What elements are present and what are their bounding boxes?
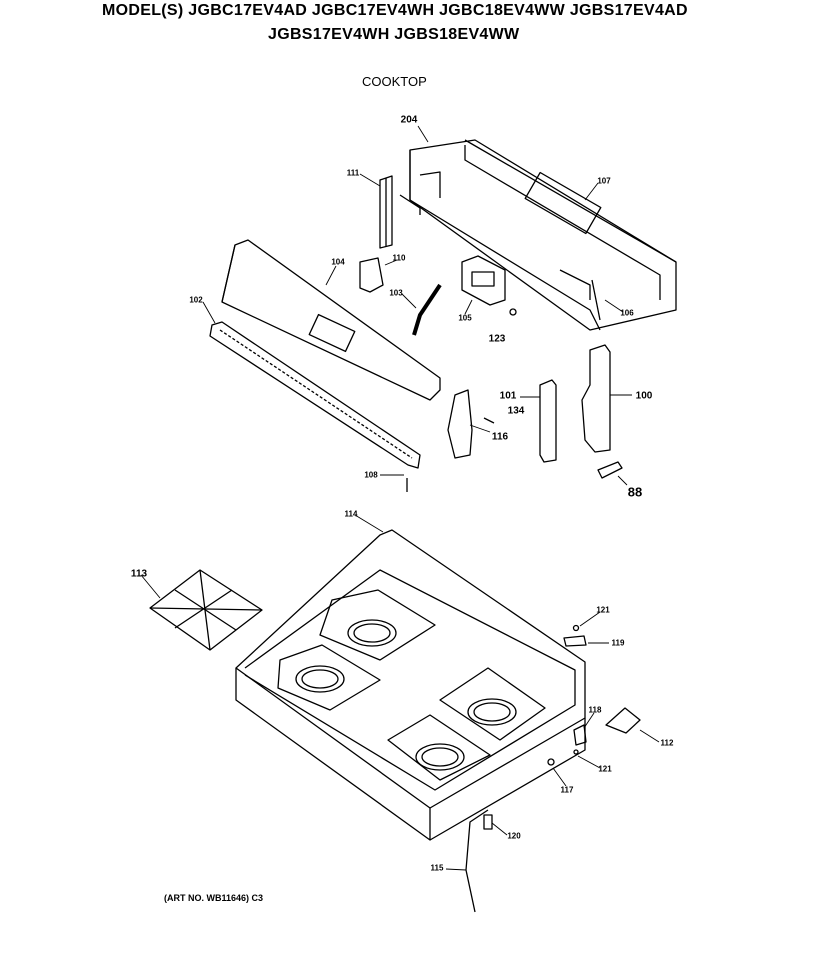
bracket-112 [605, 707, 641, 734]
label-106: 106 [620, 308, 634, 318]
label-120: 120 [507, 831, 521, 841]
end-cap-100 [581, 344, 611, 453]
part-88 [597, 461, 623, 479]
label-134: 134 [507, 405, 525, 417]
label-103: 103 [389, 288, 403, 298]
clip-134 [483, 417, 495, 424]
control-panel-104 [221, 239, 441, 401]
label-121-bottom: 121 [598, 764, 612, 774]
label-100: 100 [635, 390, 653, 402]
label-111: 111 [346, 168, 360, 178]
label-104: 104 [331, 257, 345, 267]
label-118: 118 [588, 705, 602, 715]
bracket-120 [483, 814, 493, 830]
side-bracket-111 [379, 175, 393, 249]
clip-118 [573, 724, 587, 746]
models-line-1: MODEL(S) JGBC17EV4AD JGBC17EV4WH JGBC18E… [102, 2, 688, 19]
screw-121a [572, 624, 580, 632]
switch-110 [359, 257, 384, 293]
label-119: 119 [611, 638, 625, 648]
art-number: (ART NO. WB11646) C3 [164, 893, 264, 903]
label-113: 113 [130, 568, 148, 580]
label-102: 102 [189, 295, 203, 305]
label-116: 116 [491, 431, 509, 443]
leader-lines [140, 125, 660, 871]
backguard-panel [399, 139, 677, 331]
label-101: 101 [499, 390, 517, 402]
label-204: 204 [400, 114, 418, 126]
harness-103 [412, 283, 442, 336]
label-117: 117 [560, 785, 574, 795]
screw-123 [509, 308, 517, 316]
rod-115 [465, 809, 489, 913]
screw-121b [573, 749, 579, 755]
label-107: 107 [597, 176, 611, 186]
bracket-119 [563, 635, 587, 647]
label-115: 115 [430, 863, 444, 873]
cooktop-114 [235, 529, 586, 841]
label-105: 105 [458, 313, 472, 323]
label-112: 112 [660, 738, 674, 748]
label-123: 123 [488, 333, 506, 345]
bracket-116 [447, 389, 473, 459]
bracket-101 [539, 379, 557, 463]
label-108: 108 [364, 470, 378, 480]
grate-113 [149, 569, 263, 651]
label-114: 114 [344, 509, 358, 519]
label-88: 88 [627, 484, 643, 500]
part-117 [547, 758, 555, 766]
models-line-2: JGBS17EV4WH JGBS18EV4WW [268, 26, 520, 43]
trim-strip-102 [209, 321, 421, 469]
section-title: COOKTOP [362, 74, 427, 89]
label-121-top: 121 [596, 605, 610, 615]
clock-105 [461, 255, 506, 306]
label-110: 110 [392, 253, 406, 263]
